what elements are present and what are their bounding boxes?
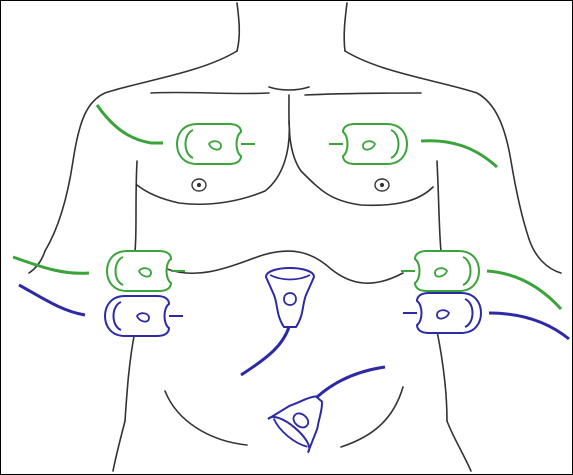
- probe-upper-left-chest: [329, 124, 497, 167]
- probe-left-flank-lower: [403, 293, 569, 339]
- probe-epigastric: [241, 268, 314, 375]
- nipple-right: [192, 179, 206, 191]
- probe-right-flank-lower: [19, 285, 183, 336]
- nipple-left: [375, 179, 389, 191]
- body-outline: [29, 3, 561, 471]
- probe-pelvic: [268, 367, 385, 453]
- probe-right-flank-upper: [13, 251, 185, 291]
- probe-upper-right-chest: [97, 105, 255, 164]
